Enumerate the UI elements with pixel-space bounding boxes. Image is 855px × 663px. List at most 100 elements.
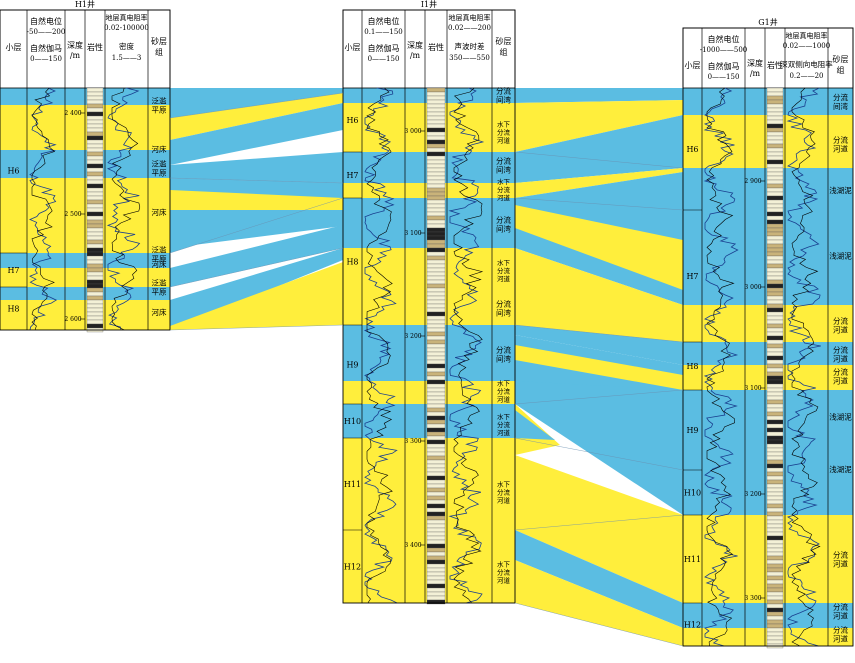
i1-lithology-bed xyxy=(426,499,446,505)
g1-lithology-bed xyxy=(766,255,784,261)
i1-lithology-bed xyxy=(426,223,446,229)
h1-lithology-bed xyxy=(86,211,104,217)
g1-lithology-bed xyxy=(766,615,784,621)
correlation-body-19 xyxy=(515,205,683,290)
i1-facies-label: 水下分流河道 xyxy=(497,177,511,202)
correlation-line-7 xyxy=(514,197,684,211)
i1-lithology-bed xyxy=(426,255,446,261)
correlation-body-26 xyxy=(515,410,555,440)
i1-facies-label: 水下分流河道 xyxy=(497,480,511,505)
i1-lithology-bed xyxy=(426,279,446,285)
h1-header-curve2a-range: 0.02-100000 xyxy=(104,24,149,32)
g1-secondary-curve xyxy=(791,87,821,647)
h1-lithology-bed xyxy=(86,295,104,301)
g1-lithology-bed xyxy=(766,235,784,241)
g1-lithology-bed xyxy=(766,335,784,341)
i1-lithology-bed xyxy=(426,407,446,413)
i1-lithology-bed xyxy=(426,447,446,453)
correlation-body-17 xyxy=(515,168,683,198)
g1-lithology-bed xyxy=(766,239,784,245)
i1-header-curve1b-range: 0——150 xyxy=(368,55,400,63)
i1-resistivity-curve xyxy=(448,87,485,604)
g1-lithology-bed xyxy=(766,495,784,501)
i1-lithology-bed xyxy=(426,187,446,193)
i1-lithology-bed xyxy=(426,575,446,581)
h1-gr-curve xyxy=(28,87,58,331)
i1-lithology-bed xyxy=(426,583,446,589)
g1-lithology-bed xyxy=(766,595,784,601)
i1-lithology-bed xyxy=(426,519,446,525)
correlation-line-6 xyxy=(514,151,684,169)
i1-lithology-bed xyxy=(426,459,446,465)
g1-lithology-bed xyxy=(766,191,784,197)
g1-lithology-bed xyxy=(766,475,784,481)
i1-lithology-bed xyxy=(426,315,446,321)
h1-lithology-bed xyxy=(86,299,104,305)
h1-lithology-bed xyxy=(86,315,104,321)
i1-facies-label: 分流间湾 xyxy=(496,215,511,234)
h1-lithology-bed xyxy=(86,267,104,273)
g1-lithology-bed xyxy=(766,179,784,185)
h1-lithology-bed xyxy=(86,163,104,169)
i1-depth-label: 3 400 xyxy=(404,542,421,549)
h1-facies-label: 河床 xyxy=(152,207,167,217)
i1-lithology-bed xyxy=(426,387,446,393)
i1-lithology-bed xyxy=(426,451,446,457)
g1-lithology-bed xyxy=(766,351,784,357)
h1-lithology-bed xyxy=(86,235,104,241)
g1-depth-label: 3 200 xyxy=(744,491,761,498)
correlation-line-9 xyxy=(514,389,684,405)
g1-header-curve2b-range: 0.2——20 xyxy=(789,72,823,80)
g1-lithology-bed xyxy=(766,203,784,209)
i1-lithology-bed xyxy=(426,547,446,553)
g1-lithology-bed xyxy=(766,543,784,549)
g1-lithology-bed xyxy=(766,319,784,325)
g1-depth-label: 2 900 xyxy=(744,178,761,185)
g1-lithology-bed xyxy=(766,539,784,545)
h1-lithology-bed xyxy=(86,219,104,225)
g1-lithology-bed xyxy=(766,415,784,421)
i1-panel-frame xyxy=(342,9,516,604)
i1-lithology-bed xyxy=(426,131,446,137)
i1-lithology-bed xyxy=(426,127,446,133)
i1-depth-label: 3 100 xyxy=(404,230,421,237)
i1-facies-label: 分流间湾 xyxy=(496,86,511,105)
i1-lithology-bed xyxy=(426,247,446,253)
g1-lithology-bed xyxy=(766,611,784,617)
g1-lithology-bed xyxy=(766,399,784,405)
h1-lithology-bed xyxy=(86,95,104,101)
g1-lithology-bed xyxy=(766,327,784,333)
g1-lithology-bed xyxy=(766,127,784,133)
i1-lithology-bed xyxy=(426,159,446,165)
g1-lithology-bed xyxy=(766,559,784,565)
h1-header-curve1b: 自然伽马 xyxy=(30,43,62,53)
i1-lithology-bed xyxy=(426,359,446,365)
g1-layer-label-h12: H12 xyxy=(684,621,701,630)
correlation-body-5 xyxy=(170,152,343,183)
i1-lithology-bed xyxy=(426,203,446,209)
i1-lithology-bed xyxy=(426,503,446,509)
g1-lithology-bed xyxy=(766,407,784,413)
g1-facies-label: 分流河道 xyxy=(833,625,848,644)
i1-lithology-bed xyxy=(426,423,446,429)
h1-lithology-bed xyxy=(86,319,104,325)
g1-facies-label: 浅湖泥 xyxy=(829,412,852,422)
g1-lithology-bed xyxy=(766,183,784,189)
g1-lithology-bed xyxy=(766,147,784,153)
i1-lithology-bed xyxy=(426,251,446,257)
i1-lithology-bed xyxy=(426,383,446,389)
h1-sp-curve xyxy=(31,87,56,331)
g1-lithology-bed xyxy=(766,635,784,641)
i1-layer-label-h11: H11 xyxy=(344,480,361,489)
i1-depth-label: 3 000 xyxy=(404,128,421,135)
h1-lithology-bed xyxy=(86,287,104,293)
g1-layer-label-h10: H10 xyxy=(684,489,701,498)
h1-header-curve2b: 密度 xyxy=(119,41,134,51)
h1-lithology-bed xyxy=(86,199,104,205)
g1-lithology-bed xyxy=(766,531,784,537)
h1-lithology-bed xyxy=(86,263,104,269)
i1-facies-label: 水下分流河道 xyxy=(497,120,511,145)
i1-lithology-bed xyxy=(426,155,446,161)
g1-header-box xyxy=(682,27,854,89)
